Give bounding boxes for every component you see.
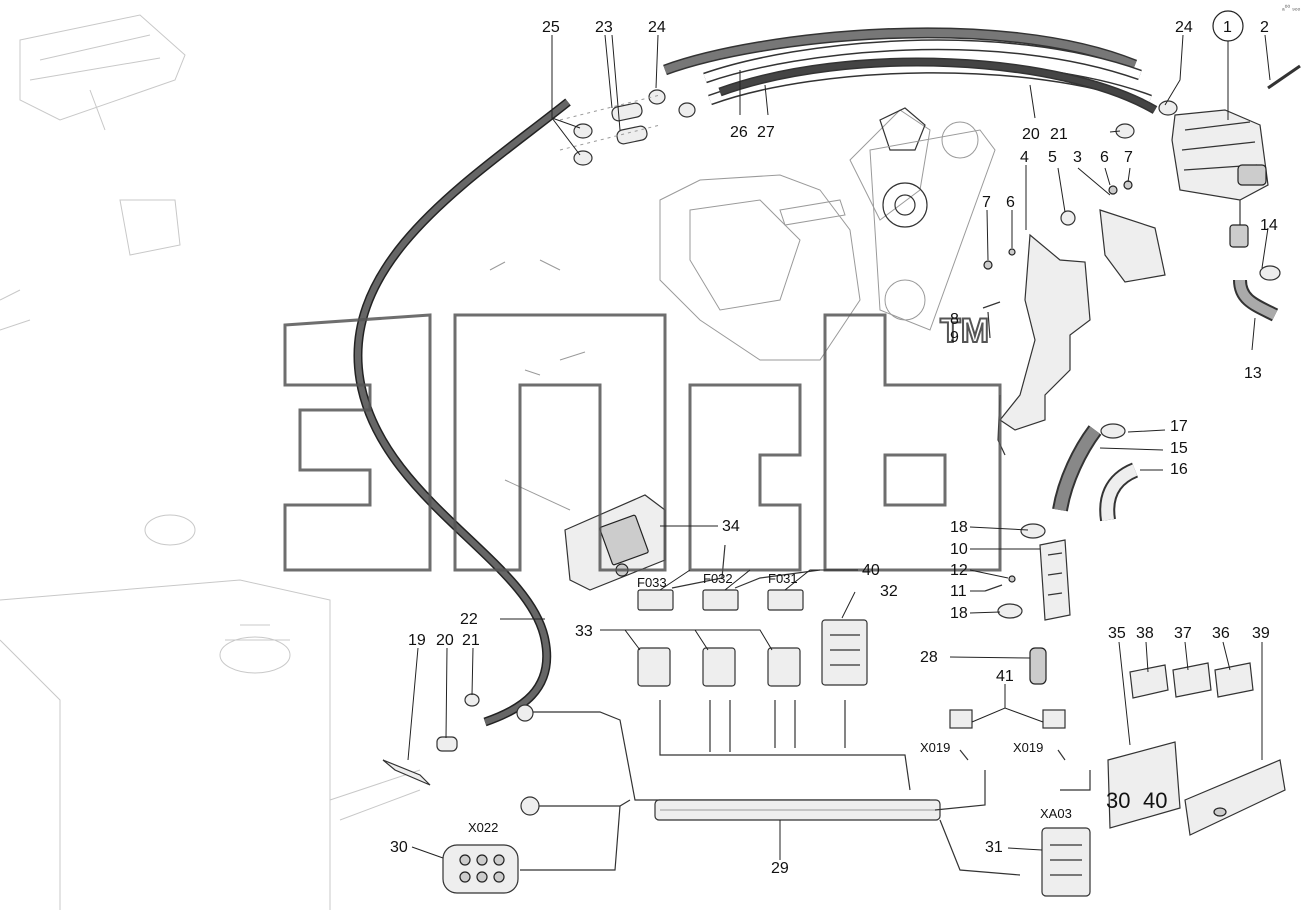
callout-18b: 18 xyxy=(950,605,968,622)
label-f033: F033 xyxy=(637,575,667,590)
callout-3: 3 xyxy=(1073,149,1082,166)
callout-8: 8 xyxy=(950,311,959,328)
callout-ring xyxy=(1212,10,1244,42)
callout-11: 11 xyxy=(950,583,967,600)
callout-10: 10 xyxy=(950,541,968,558)
callout-20b: 20 xyxy=(436,632,454,649)
label-x019a: X019 xyxy=(920,740,950,755)
callout-numbers: 25 23 24 26 27 20 21 24 1 2 4 5 3 6 7 7 … xyxy=(390,19,1278,877)
callout-16: 16 xyxy=(1170,461,1188,478)
callout-36: 36 xyxy=(1212,625,1230,642)
callout-30: 30 xyxy=(390,839,408,856)
callout-5: 5 xyxy=(1048,149,1057,166)
callout-19: 19 xyxy=(408,632,426,649)
mounting-brackets xyxy=(982,180,1166,456)
callout-22: 22 xyxy=(460,611,478,628)
label-f031: F031 xyxy=(768,571,798,586)
callout-14: 14 xyxy=(1260,217,1278,234)
watermark-logo xyxy=(283,313,1002,572)
callout-39: 39 xyxy=(1252,625,1270,642)
callout-29: 29 xyxy=(771,860,789,877)
callout-32: 32 xyxy=(880,583,898,600)
callout-34: 34 xyxy=(722,518,740,535)
relay-mark-40: 40 xyxy=(1143,788,1167,813)
clamps-and-connectors-left xyxy=(559,89,696,166)
watermark-tm: TM xyxy=(940,312,989,350)
callout-7a: 7 xyxy=(1124,149,1133,166)
leader-lines xyxy=(407,34,1271,860)
callout-13: 13 xyxy=(1244,365,1262,382)
control-panel xyxy=(504,479,666,591)
callout-26: 26 xyxy=(730,124,748,141)
callout-9: 9 xyxy=(950,329,959,346)
relays-right xyxy=(1107,662,1286,836)
label-x019b: X019 xyxy=(1013,740,1043,755)
corner-mark: ₐ⁰⁰ ₉ₒₒ xyxy=(1282,4,1301,12)
callout-4: 4 xyxy=(1020,149,1029,166)
callout-33: 33 xyxy=(575,623,593,640)
callout-35: 35 xyxy=(1108,625,1126,642)
hose-22 xyxy=(353,98,571,727)
callout-15: 15 xyxy=(1170,440,1188,457)
callout-27: 27 xyxy=(757,124,775,141)
callout-20a: 20 xyxy=(1022,126,1040,143)
callout-38: 38 xyxy=(1136,625,1154,642)
callout-12: 12 xyxy=(950,562,968,579)
fuel-hoses-top xyxy=(663,27,1158,114)
connector-labels: F033 F032 F031 X019 X019 X022 XA03 xyxy=(468,571,1072,835)
callout-6b: 6 xyxy=(1006,194,1015,211)
callout-21b: 21 xyxy=(462,632,480,649)
callout-6a: 6 xyxy=(1100,149,1109,166)
callout-17: 17 xyxy=(1170,418,1188,435)
wiring-harness xyxy=(516,700,1091,876)
callout-7b: 7 xyxy=(982,194,991,211)
label-f032: F032 xyxy=(703,571,733,586)
callout-2: 2 xyxy=(1260,19,1269,36)
connectors-bottom xyxy=(382,693,1091,897)
callout-37: 37 xyxy=(1174,625,1192,642)
exhaust-parts xyxy=(984,423,1139,685)
callout-31: 31 xyxy=(985,839,1003,856)
callout-40: 40 xyxy=(862,562,880,579)
engine-background xyxy=(489,107,996,376)
callout-24a: 24 xyxy=(648,19,666,36)
heater-unit xyxy=(1115,64,1301,322)
label-x022: X022 xyxy=(468,820,498,835)
relay-mark-30: 30 xyxy=(1106,788,1130,813)
callout-41: 41 xyxy=(996,668,1014,685)
callout-23: 23 xyxy=(595,19,613,36)
callout-25: 25 xyxy=(542,19,560,36)
callout-18a: 18 xyxy=(950,519,968,536)
callout-1: 1 xyxy=(1223,19,1232,36)
label-xa03: XA03 xyxy=(1040,806,1072,821)
callout-28: 28 xyxy=(920,649,938,666)
fuse-relay-group xyxy=(637,544,868,687)
background-vehicle-outline xyxy=(0,14,421,910)
callout-24b: 24 xyxy=(1175,19,1193,36)
callout-21a: 21 xyxy=(1050,126,1068,143)
